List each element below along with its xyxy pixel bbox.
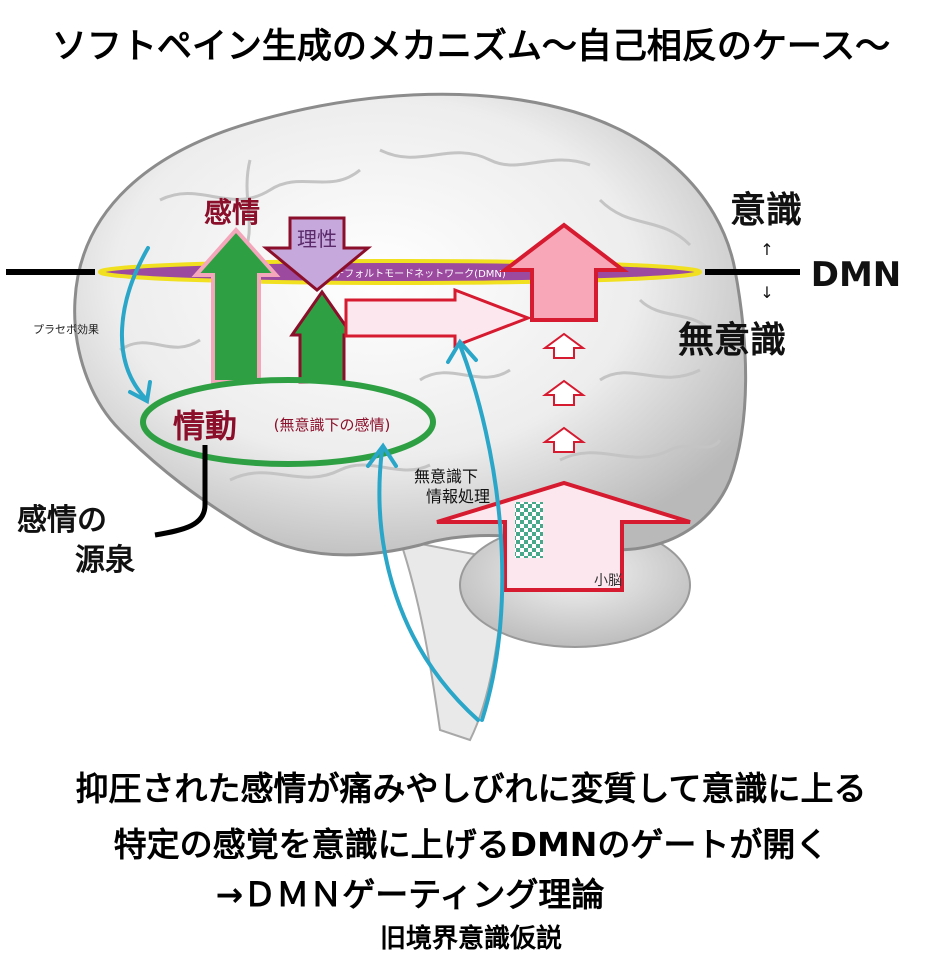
- gensen-label: 源泉: [75, 543, 135, 578]
- arrow-down-glyph: ↓: [760, 283, 773, 302]
- caption-line-2: 特定の感覚を意識に上げるDMNのゲートが開く: [113, 825, 829, 864]
- kanjou-no-label: 感情の: [17, 503, 107, 538]
- inner-up-arrow: [289, 289, 355, 384]
- caption-line-4: 旧境界意識仮説: [379, 924, 562, 954]
- jouhou-shori-label: 情報処理: [426, 487, 490, 506]
- caption-line-3: →ＤＭＮゲーティング理論: [215, 875, 605, 914]
- small-up-arrow-2: [541, 379, 587, 406]
- muishiki-label: 無意識: [678, 320, 786, 361]
- joudou-ellipse: [140, 377, 436, 467]
- caption-line-1: 抑圧された感情が痛みやしびれに変質して意識に上る: [75, 769, 867, 808]
- source-pointer-line: [154, 445, 208, 538]
- risei-down-arrow: [261, 216, 373, 292]
- checker-patch: [515, 502, 543, 558]
- ishiki-label: 意識: [730, 190, 802, 231]
- dmn-band-label: デフォルトモードネットワーク(DMN): [334, 267, 506, 280]
- shounou-label: 小脳: [594, 573, 622, 589]
- kanjou-up-arrow: [191, 226, 281, 384]
- dmn-label: DMN: [811, 255, 902, 295]
- risei-label: 理性: [297, 227, 337, 251]
- brain-gyri: [119, 148, 722, 482]
- joudou-label: 情動: [173, 407, 237, 445]
- small-up-arrow-3: [541, 426, 587, 453]
- blue-arrows: [120, 246, 505, 722]
- right-arrow: [344, 287, 533, 349]
- joudou-note: (無意識下の感情): [274, 416, 391, 434]
- large-up-arrow: [499, 222, 629, 322]
- small-up-arrow-1: [541, 332, 587, 359]
- kanjou-label: 感情: [204, 196, 260, 229]
- muishiki-ka-label: 無意識下: [414, 467, 478, 486]
- arrow-up-glyph: ↑: [760, 240, 773, 259]
- placebo-label: プラセボ効果: [33, 322, 99, 336]
- page-title: ソフトペイン生成のメカニズム〜自己相反のケース〜: [51, 27, 891, 67]
